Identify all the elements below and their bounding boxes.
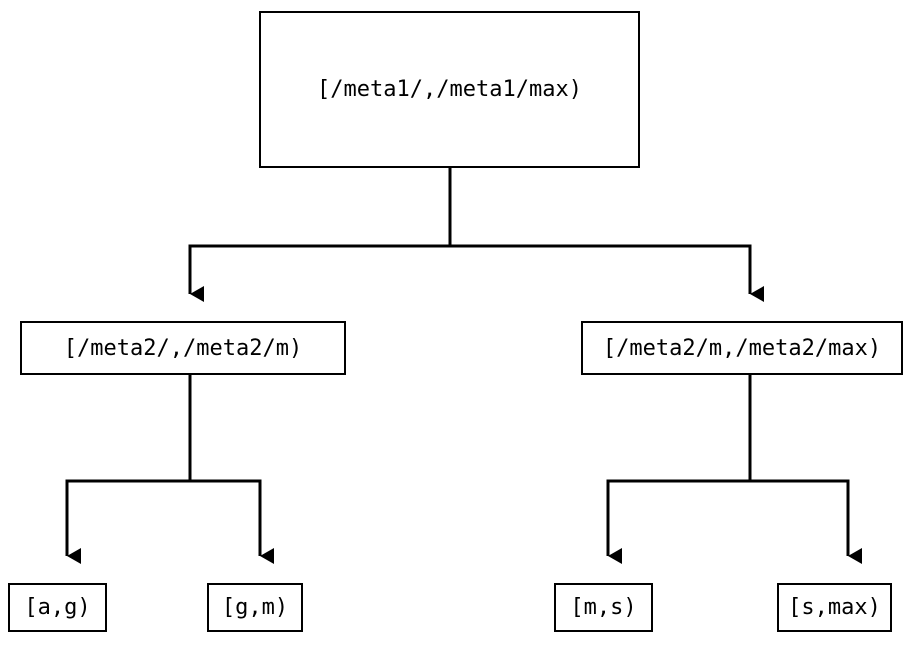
tree-node-leaf-m-s[interactable]: [m,s) [554,583,653,632]
tree-node-leaf-m-s-label: [m,s) [570,595,637,620]
tree-node-mid-left[interactable]: [/meta2/,/meta2/m) [20,321,346,375]
edge-root-mid-right [448,168,764,302]
tree-node-root-label: [/meta1/,/meta1/max) [317,77,582,102]
tree-node-leaf-a-g[interactable]: [a,g) [8,583,107,632]
tree-node-leaf-s-max[interactable]: [s,max) [777,583,892,632]
tree-node-root[interactable]: [/meta1/,/meta1/max) [259,11,640,168]
tree-node-mid-right-label: [/meta2/m,/meta2/max) [602,335,882,361]
edge-midleft-g-m [188,375,274,564]
tree-node-leaf-g-m-label: [g,m) [221,595,289,620]
tree-node-mid-right[interactable]: [/meta2/m,/meta2/max) [581,321,903,375]
tree-node-leaf-s-max-label: [s,max) [788,595,881,620]
edge-midright-m-s [606,375,752,564]
edge-midright-s-max [748,375,862,564]
edge-root-mid-left [188,168,452,302]
edge-midleft-a-g [65,375,192,564]
tree-node-mid-left-label: [/meta2/,/meta2/m) [63,335,303,361]
tree-node-leaf-g-m[interactable]: [g,m) [207,583,303,632]
tree-node-leaf-a-g-label: [a,g) [24,595,91,620]
